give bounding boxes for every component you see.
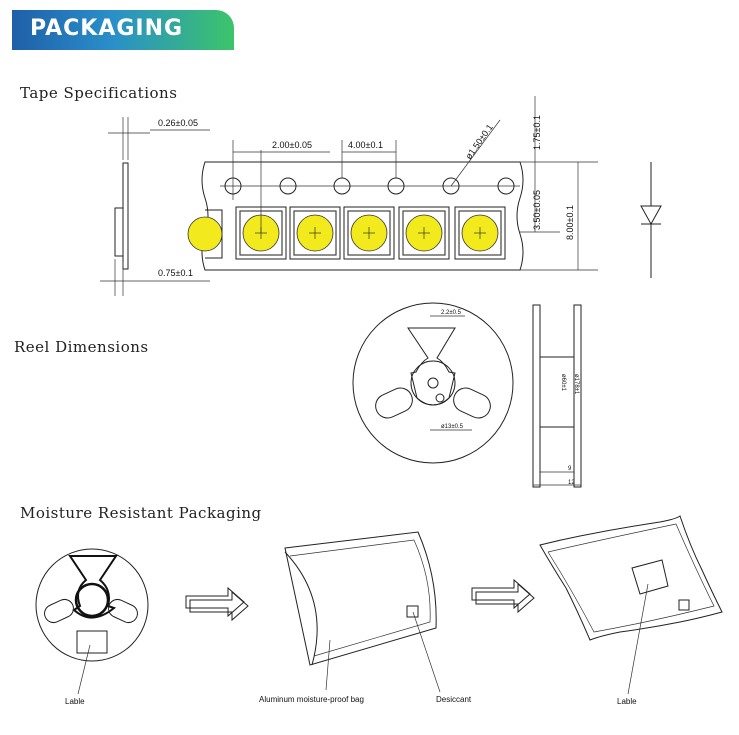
label-lable-2: Lable <box>617 697 637 706</box>
reel-side-view: ø60±1 ø178±1 9 12 <box>532 304 582 488</box>
dim-width: 8.00±0.1 <box>565 205 575 240</box>
dim-edge: 1.75±0.1 <box>532 115 542 150</box>
dim-hole: ø1.50±0.1 <box>463 122 494 161</box>
label-bag: Aluminum moisture-proof bag <box>259 695 364 704</box>
dim-center: 3.50±0.05 <box>532 190 542 230</box>
tape-top-view: 2.00±0.05 4.00±0.1 ø1.50±0.1 1.75±0.1 3.… <box>187 96 598 271</box>
diode-icon <box>640 162 662 278</box>
reel-dim-hub: ø13±0.5 <box>441 424 464 430</box>
label-desiccant: Desiccant <box>436 695 472 704</box>
reel-dim-w12: 12 <box>568 480 575 486</box>
sealed-bag: Lable <box>539 515 723 706</box>
reel-dim-outer: ø178±1 <box>573 374 579 395</box>
section-title-tape: Tape Specifications <box>20 84 178 102</box>
dim-thickness: 0.26±0.05 <box>158 118 198 128</box>
section-title-moisture: Moisture Resistant Packaging <box>20 504 262 522</box>
dim-pitch: 4.00±0.1 <box>348 140 383 150</box>
dim-bottom: 0.75±0.1 <box>158 268 193 278</box>
packaging-reel: Lable <box>35 548 149 706</box>
reel-front-view: 2.2±0.5 ø13±0.5 <box>352 302 514 464</box>
page-title: PACKAGING <box>30 16 184 41</box>
label-lable-1: Lable <box>65 697 85 706</box>
reel-dim-w9: 9 <box>568 466 572 472</box>
header-banner: PACKAGING <box>12 10 234 50</box>
arrow-icon-2 <box>471 578 535 614</box>
tape-side-view: 0.26±0.05 0.75±0.1 <box>100 117 210 296</box>
section-title-reel: Reel Dimensions <box>14 338 149 356</box>
reel-dim-inner: ø60±1 <box>560 374 566 392</box>
aluminum-bag: Aluminum moisture-proof bag Desiccant <box>259 531 472 704</box>
dim-pitch-small: 2.00±0.05 <box>272 140 312 150</box>
reel-dim-top: 2.2±0.5 <box>441 310 462 316</box>
arrow-icon-1 <box>185 586 249 622</box>
